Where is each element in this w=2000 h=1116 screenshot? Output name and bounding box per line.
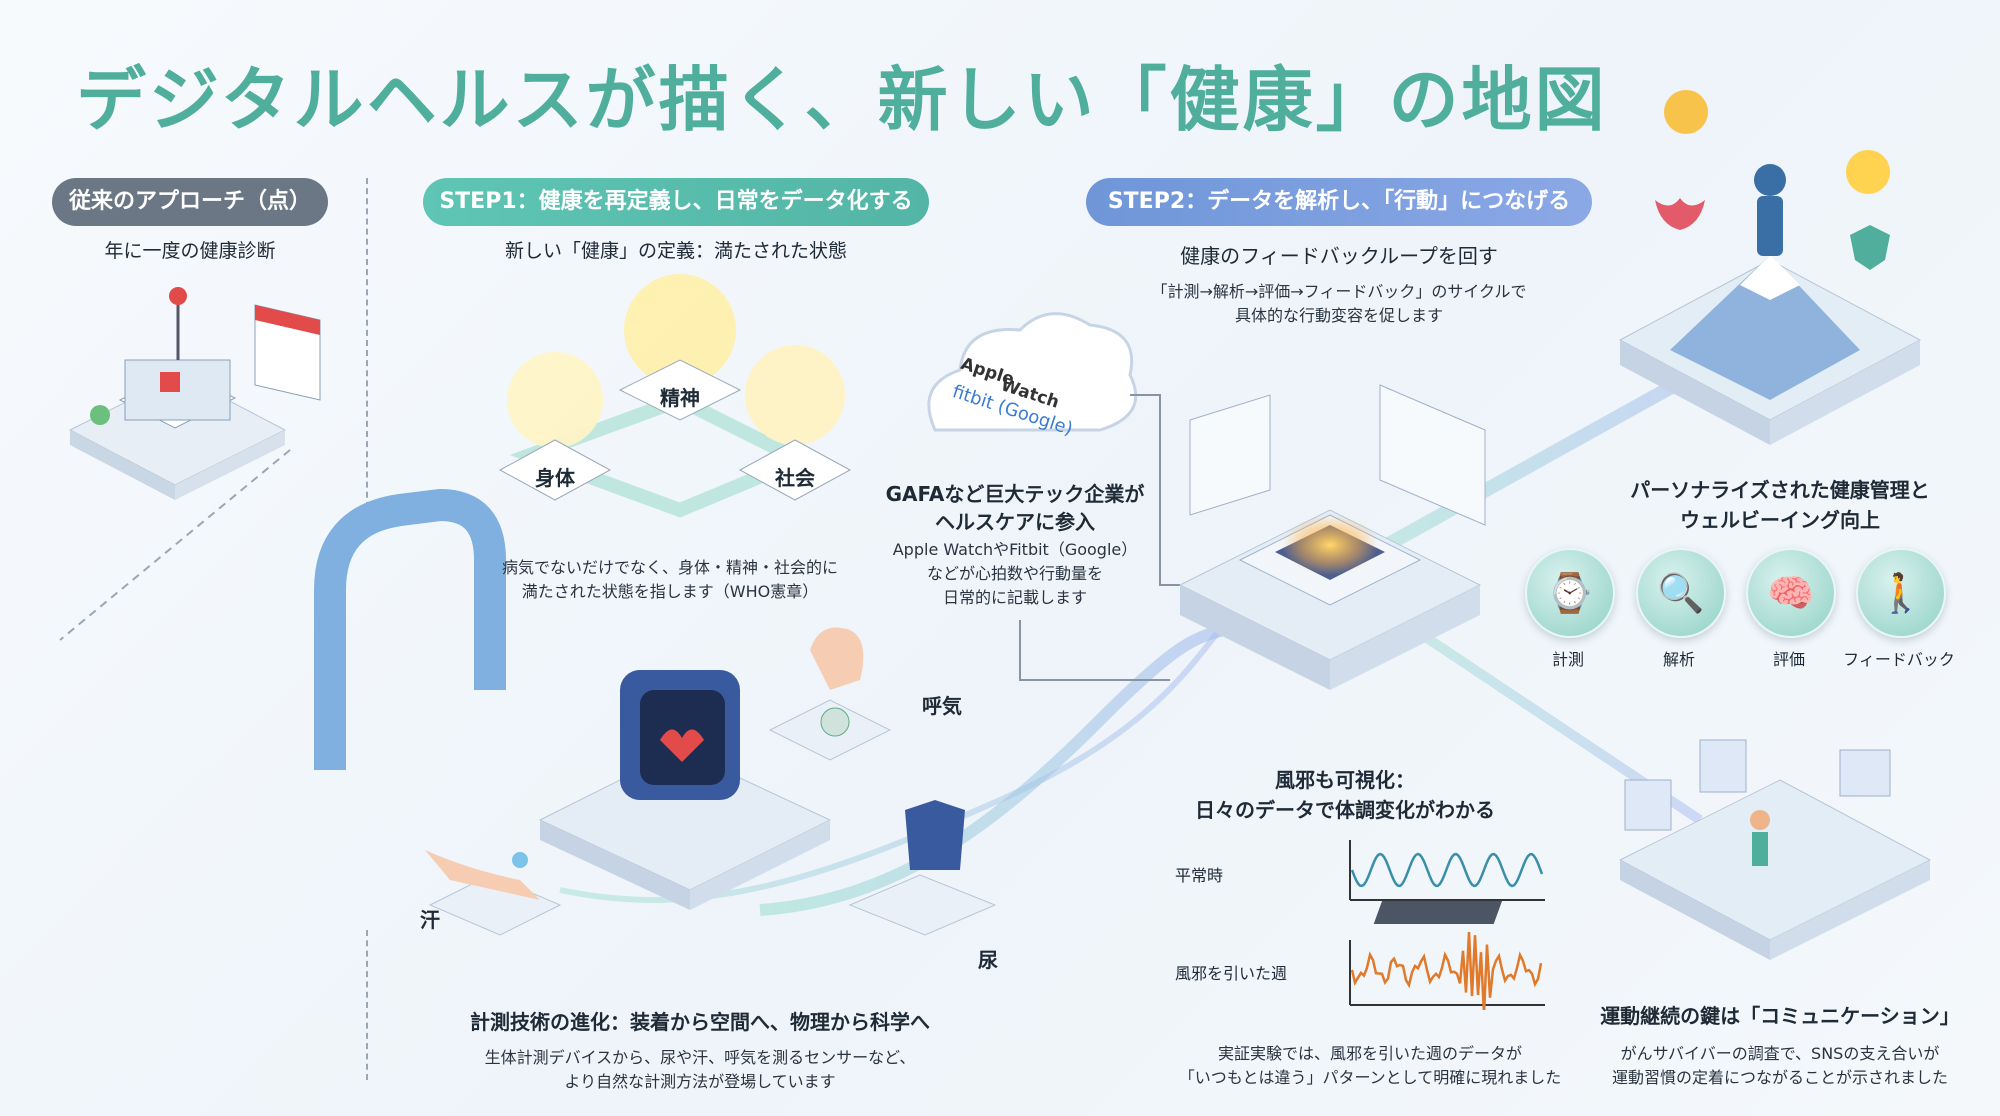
step2-pill: STEP2：データを解析し、「行動」につなげる [1086,178,1592,226]
node-social: 社会 [775,466,815,490]
step2-subtitle: 健康のフィードバックループを回す [1180,244,1498,268]
personal-heading-line1: パーソナライズされた健康管理と [1630,478,1930,502]
cold-heading-line1: 風邪も可視化： [1275,768,1415,792]
brain-icon: 🧠 [1746,548,1836,638]
icon-label-measure: 計測 [1551,650,1584,669]
step1-desc-line2: 満たされた状態を指します（WHO憲章） [521,582,819,601]
normal-label: 平常時 [1175,866,1224,885]
dashed-link [59,449,291,641]
communication-line1: がんサバイバーの調査で、SNSの支え合いが [1620,1044,1940,1063]
cloud-link [1019,620,1170,681]
gafa-line3: 日常的に記載します [942,588,1087,607]
cold-wave-line [1350,931,1543,1010]
calendar-icon [254,304,321,401]
gafa-line2: などが心拍数や行動量を [926,564,1103,583]
measure-heading: 計測技術の進化：装着から空間へ、物理から科学へ [470,1010,930,1034]
step1-desc-line1: 病気でないだけでなく、身体・精神・社会的に [501,558,838,577]
hospital-illustration [68,287,287,500]
step2-desc-line2: 具体的な行動変容を促します [1234,306,1443,325]
gafa-heading-line2: ヘルスケアに参入 [935,510,1095,534]
cold-line1: 実証実験では、風邪を引いた週のデータが [1217,1044,1522,1063]
walking-person-icon: 🚶 [1856,548,1946,638]
data-stream [1356,353,1724,567]
icon-label-analyze: 解析 [1662,650,1695,669]
cloud-link [1130,394,1180,586]
breath-sensor [768,627,892,761]
icon-label-evaluate: 評価 [1772,650,1805,669]
cold-charts [1350,852,1544,1010]
magnifier-chart-icon: 🔍 [1636,548,1726,638]
sweat-sensor [425,850,562,936]
breath-label: 呼気 [922,694,962,718]
old-approach-subtitle: 年に一度の健康診断 [104,240,276,262]
normal-chart-axes [1349,840,1545,901]
page-title: デジタルヘルスが描く、新しい「健康」の地図 [76,59,1608,141]
personal-heading-line2: ウェルビーイング向上 [1680,508,1880,532]
communication-line2: 運動習慣の定着につながることが示されました [1611,1068,1948,1087]
cold-heading-line2: 日々のデータで体調変化がわかる [1195,798,1495,822]
cold-line2: 「いつもとは違う」パターンとして明確に現れました [1178,1068,1562,1087]
sweat-label: 汗 [420,908,440,932]
measure-line2: より自然な計測方法が登場しています [564,1072,836,1091]
step1-subtitle: 新しい「健康」の定義：満たされた状態 [504,240,847,262]
section-divider-bottom [366,930,368,1080]
node-mind: 精神 [660,386,700,410]
step2-desc-line1: 「計測→解析→評価→フィードバック」のサイクルで [1151,282,1527,301]
community-platform [1373,739,1932,960]
cold-week-label: 風邪を引いた週 [1175,964,1288,983]
gafa-heading-line1: GAFAなど巨大テック企業が [885,482,1145,506]
old-approach-pill: 従来のアプローチ（点） [52,178,328,226]
central-hub [1178,384,1486,690]
step1-pill: STEP1：健康を再定義し、日常をデータ化する [423,178,929,226]
urine-sensor [848,800,997,936]
gate-arch [314,489,506,770]
data-stream [759,614,1262,916]
gafa-line1: Apple WatchやFitbit（Google） [892,540,1138,559]
wellbeing-triangle [498,274,852,518]
communication-heading: 運動継続の鍵は「コミュニケーション」 [1600,1004,1960,1028]
goal-platform [1618,90,1922,445]
watch-platform [538,670,832,910]
section-divider [366,178,368,518]
icon-label-feedback: フィードバック [1843,650,1955,669]
cold-chart-axes [1349,940,1545,1006]
cloud-shape [927,312,1138,432]
urine-label: 尿 [978,948,998,972]
watch-icon: ⌚ [1525,548,1615,638]
node-body: 身体 [535,466,575,490]
normal-wave-line [1350,852,1544,888]
measure-line1: 生体計測デバイスから、尿や汗、呼気を測るセンサーなど、 [484,1048,916,1067]
